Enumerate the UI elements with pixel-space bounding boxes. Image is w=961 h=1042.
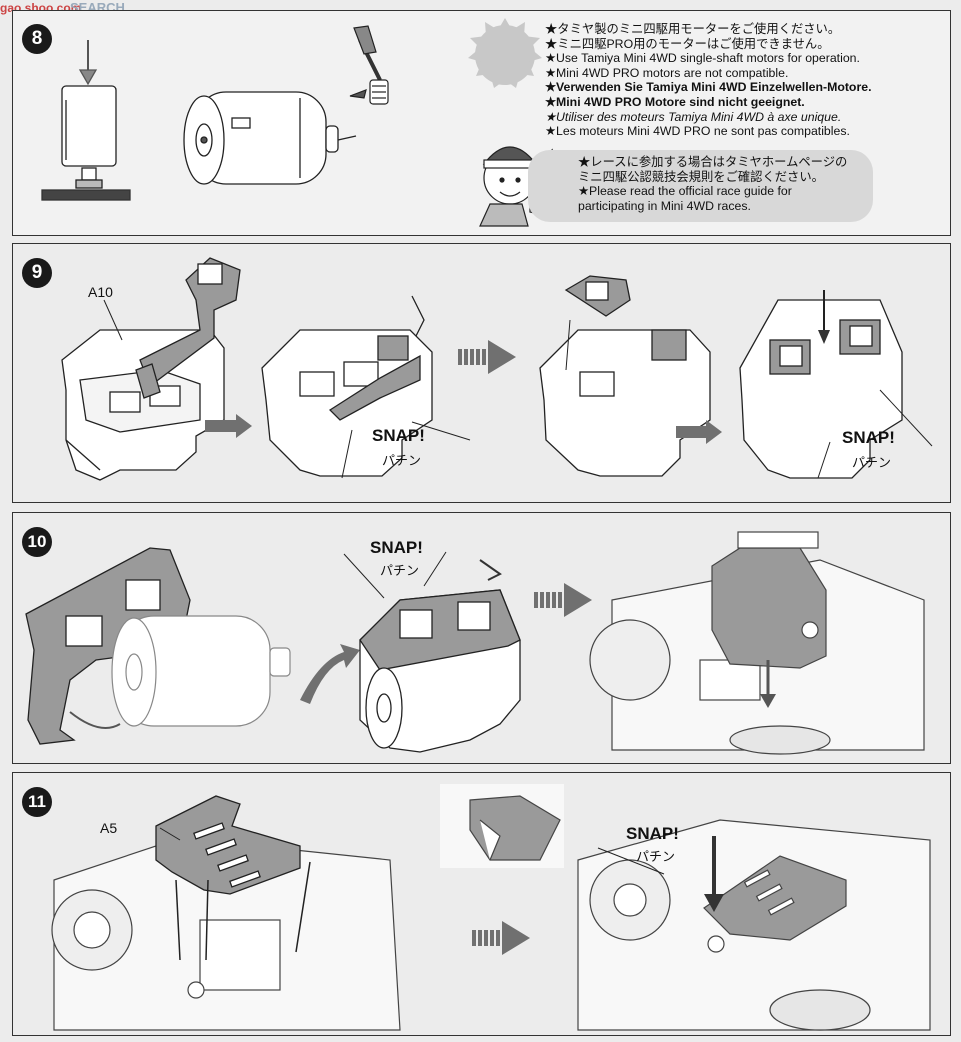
pachin-label-9a: パチン <box>382 454 422 469</box>
step9-arrow-big <box>458 340 516 374</box>
note-fr-1: ★Utiliser des moteurs Tamiya Mini 4WD à … <box>545 109 842 124</box>
note-fr-2: ★Les moteurs Mini 4WD PRO ne sont pas co… <box>545 124 850 139</box>
race-note-bubble <box>528 150 873 222</box>
snap-label-10: SNAP! <box>370 538 423 557</box>
step10-assembled <box>359 589 521 753</box>
step-9-number: 9 <box>22 258 52 288</box>
step9-gearcase-4 <box>739 299 903 479</box>
step9-part-a10 <box>135 257 241 399</box>
step-8-number: 8 <box>22 24 52 54</box>
step8-pinion <box>349 25 389 105</box>
step10-gearcase <box>25 547 191 745</box>
step9-gearcase-1 <box>61 329 225 481</box>
part-label-a10: A10 <box>88 284 113 300</box>
pachin-label-9b: パチン <box>852 456 892 471</box>
motor-notes: ★タミヤ製のミニ四駆用モーターをご使用ください。 ★ミニ四駆PRO用のモーターは… <box>545 22 872 139</box>
note-jp-2: ★ミニ四駆PRO用のモーターはご使用できません。 <box>545 36 830 51</box>
step11-inset <box>440 784 564 868</box>
step-10-panel <box>12 512 951 764</box>
part-label-a5: A5 <box>100 820 118 836</box>
step10-chassis <box>589 531 925 755</box>
step9-arrow-2 <box>676 420 722 444</box>
step11-part-a5 <box>155 795 301 895</box>
note-jp-1: ★タミヤ製のミニ四駆用モーターをご使用ください。 <box>545 22 841 36</box>
step10-motor <box>111 615 291 727</box>
step10-arrow-big <box>534 583 592 617</box>
step9-gearcase-3 <box>539 275 711 477</box>
step-10-number: 10 <box>22 527 52 557</box>
step11-chassis-right <box>577 819 931 1031</box>
note-en-2: ★Mini 4WD PRO motors are not compatible. <box>545 65 789 80</box>
step9-arrow-1 <box>205 414 252 438</box>
step-9-panel <box>12 243 951 503</box>
step10-curve-arrow <box>300 644 360 704</box>
pachin-label-10: パチン <box>380 564 420 579</box>
note-de-2: ★Mini 4WD PRO Motore sind nicht geeignet… <box>545 94 805 109</box>
pachin-label-11: パチン <box>636 850 676 865</box>
step-11-panel <box>12 772 951 1036</box>
snap-label-11: SNAP! <box>626 824 679 843</box>
race-note-jp-2: ミニ四駆公認競技会規則をご確認ください。 <box>578 169 824 184</box>
note-de-1: ★Verwenden Sie Tamiya Mini 4WD Einzelwel… <box>545 80 872 95</box>
step11-arrow-big <box>472 921 530 955</box>
snap-label-9b: SNAP! <box>842 428 895 447</box>
snap-label-9a: SNAP! <box>372 426 425 445</box>
step9-gearcase-2 <box>261 329 433 477</box>
warning-starburst <box>468 18 542 88</box>
race-note-en-1: ★Please read the official race guide for <box>578 184 792 199</box>
race-note-en-2: participating in Mini 4WD races. <box>578 198 751 213</box>
race-note-jp-1: ★レースに参加する場合はタミヤホームページの <box>578 155 848 169</box>
step-11-number: 11 <box>22 787 52 817</box>
step8-motor <box>183 91 357 185</box>
note-en-1: ★Use Tamiya Mini 4WD single-shaft motors… <box>545 51 860 66</box>
step11-chassis-left <box>51 837 401 1031</box>
race-note: ★レースに参加する場合はタミヤホームページの ミニ四駆公認競技会規則をご確認くだ… <box>578 155 847 213</box>
step8-motor-press <box>41 40 131 201</box>
